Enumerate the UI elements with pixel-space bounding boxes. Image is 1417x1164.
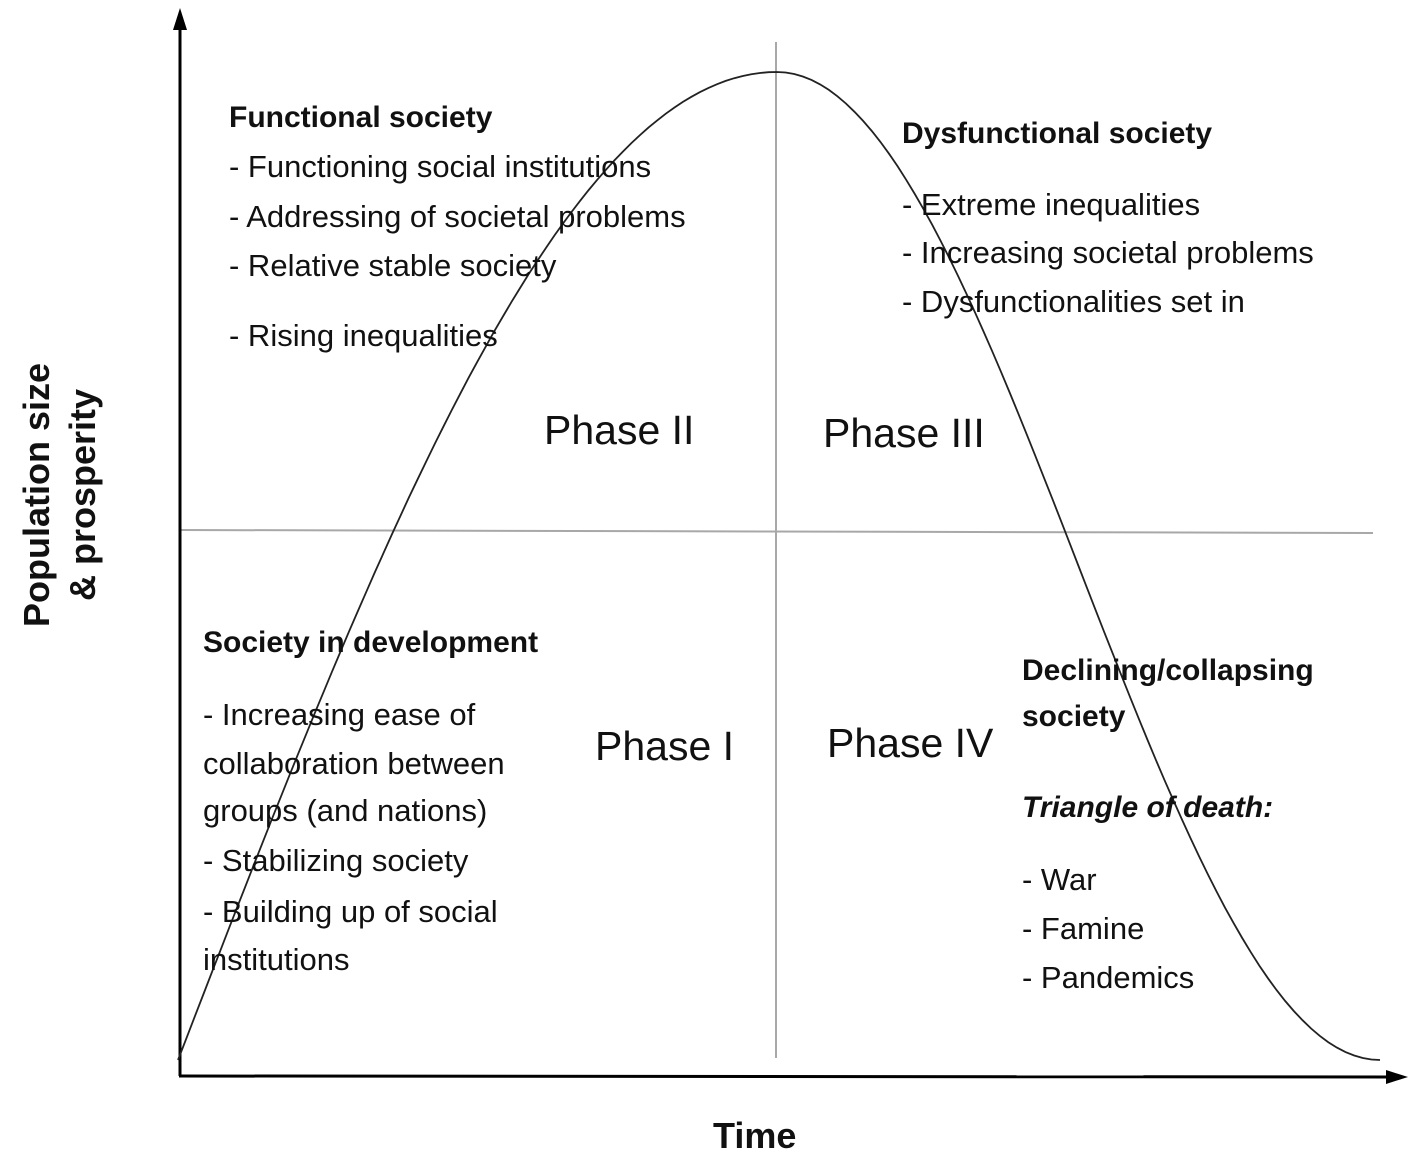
declining-item-famine: - Famine xyxy=(1022,911,1145,946)
y-axis-arrowhead xyxy=(173,8,187,30)
dysfunctional-item-1: - Extreme inequalities xyxy=(902,187,1201,222)
triangle-of-death-subheading: Triangle of death: xyxy=(1022,791,1274,824)
development-line-2: collaboration between xyxy=(203,746,505,781)
declining-item-war: - War xyxy=(1022,862,1097,897)
functional-item-3: - Relative stable society xyxy=(229,248,557,283)
development-line-6: institutions xyxy=(203,942,350,977)
y-axis-title: Population size & prosperity xyxy=(14,363,106,627)
development-line-1: - Increasing ease of xyxy=(203,697,476,732)
lifecycle-curve xyxy=(177,71,1381,1061)
phase-2-label: Phase II xyxy=(544,407,695,453)
phase-1-label: Phase I xyxy=(595,723,735,769)
x-axis-arrowhead xyxy=(1386,1070,1408,1084)
dysfunctional-society-heading: Dysfunctional society xyxy=(902,117,1213,150)
dysfunctional-item-3: - Dysfunctionalities set in xyxy=(902,284,1245,319)
y-axis-title-line-1: Population size xyxy=(15,362,57,628)
phase-4-label: Phase IV xyxy=(827,720,994,766)
phase-3-label: Phase III xyxy=(823,410,985,456)
y-axis-title-line-2: & prosperity xyxy=(62,388,103,602)
declining-item-pandemics: - Pandemics xyxy=(1022,960,1195,995)
development-line-4: - Stabilizing society xyxy=(203,843,469,878)
functional-society-heading: Functional society xyxy=(229,101,493,134)
x-axis xyxy=(178,1074,1391,1079)
development-line-3: groups (and nations) xyxy=(203,793,488,828)
declining-heading-line-2: society xyxy=(1022,700,1126,733)
functional-item-2: - Addressing of societal problems xyxy=(229,199,686,234)
functional-item-4: - Rising inequalities xyxy=(229,318,498,353)
development-heading: Society in development xyxy=(203,626,539,659)
x-axis-title: Time xyxy=(713,1115,797,1156)
development-line-5: - Building up of social xyxy=(203,894,498,929)
declining-heading-line-1: Declining/collapsing xyxy=(1022,654,1314,687)
functional-item-1: - Functioning social institutions xyxy=(229,149,652,184)
dysfunctional-item-2: - Increasing societal problems xyxy=(902,235,1314,270)
